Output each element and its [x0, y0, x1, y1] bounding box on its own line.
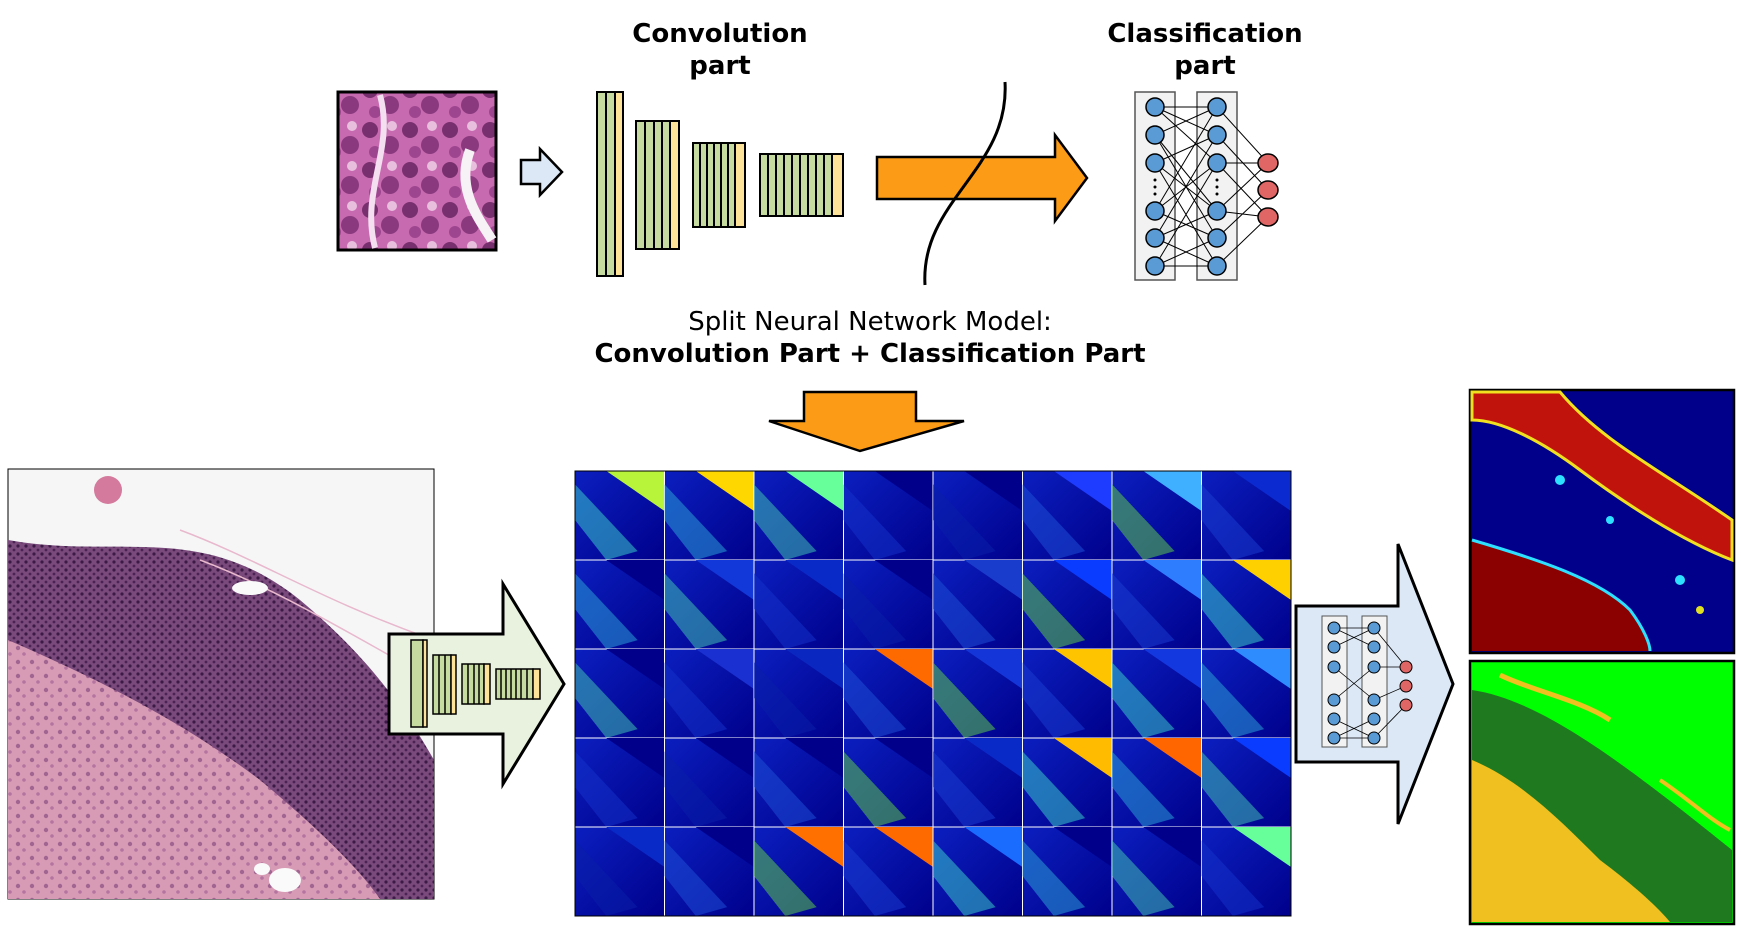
feature-map-tile [932, 470, 1023, 561]
feature-map-tile [664, 737, 755, 828]
feature-map-tile [753, 737, 844, 828]
feature-map-tile [1111, 826, 1202, 917]
feature-map-tile [1111, 737, 1202, 828]
caption-line1: Split Neural Network Model: [688, 307, 1052, 337]
caption-line2: Convolution Part + Classification Part [594, 339, 1146, 369]
feature-map-tile [843, 648, 934, 739]
classification-title-line2: part [1174, 51, 1236, 81]
feature-map-grid [574, 470, 1292, 917]
feature-map-tile [753, 559, 844, 650]
feature-map-tile [574, 737, 665, 828]
feature-map-tile [574, 826, 665, 917]
feature-map-tile [753, 826, 844, 917]
conv-layer-stack-bottom [410, 639, 541, 728]
small-input-arrow [519, 145, 564, 199]
classification-network-top [1134, 91, 1279, 281]
feature-map-tile [753, 470, 844, 561]
feature-map-tile [1022, 470, 1113, 561]
feature-map-tile [1201, 826, 1292, 917]
feature-map-tile [843, 737, 934, 828]
feature-map-tile [932, 826, 1023, 917]
convolution-title-line2: part [689, 51, 751, 81]
output-segmentation-map [1468, 659, 1736, 926]
feature-map-tile [1022, 648, 1113, 739]
feature-map-tile [1111, 470, 1202, 561]
feature-map-tile [932, 559, 1023, 650]
feature-map-tile [932, 737, 1023, 828]
feature-map-tile [1022, 826, 1113, 917]
conv-layer-stack-top [596, 91, 844, 277]
convolution-part-title: Convolution part [620, 18, 820, 82]
feature-map-tile [664, 648, 755, 739]
feature-map-tile [1022, 737, 1113, 828]
feature-map-tile [1201, 648, 1292, 739]
feature-map-tile [843, 826, 934, 917]
feature-map-tile [574, 559, 665, 650]
feature-map-tile [1111, 559, 1202, 650]
split-orange-arrow [875, 131, 1089, 225]
down-orange-arrow [768, 390, 965, 453]
feature-map-tile [1201, 737, 1292, 828]
convolution-title-line1: Convolution [632, 19, 808, 49]
model-caption: Split Neural Network Model: Convolution … [560, 306, 1180, 370]
feature-map-tile [1111, 648, 1202, 739]
feature-map-tile [843, 559, 934, 650]
classification-part-title: Classification part [1100, 18, 1310, 82]
feature-map-tile [664, 559, 755, 650]
split-boundary-curve [923, 81, 1007, 286]
feature-map-tile [843, 470, 934, 561]
feature-map-tile [574, 470, 665, 561]
feature-grid-frame [574, 470, 1292, 917]
conv-block-4 [759, 153, 833, 217]
feature-map-tile [1022, 559, 1113, 650]
feature-map-tile [664, 826, 755, 917]
feature-map-tile [753, 648, 844, 739]
input-patch-image [336, 90, 498, 252]
feature-map-tile [1201, 470, 1292, 561]
feature-map-tile [932, 648, 1023, 739]
feature-map-tile [1201, 559, 1292, 650]
whole-slide-image [7, 468, 435, 900]
feature-map-tile [574, 648, 665, 739]
classification-title-line1: Classification [1107, 19, 1303, 49]
output-probability-heatmap [1468, 388, 1736, 655]
classification-network-bottom [1321, 615, 1413, 748]
feature-map-tile [664, 470, 755, 561]
